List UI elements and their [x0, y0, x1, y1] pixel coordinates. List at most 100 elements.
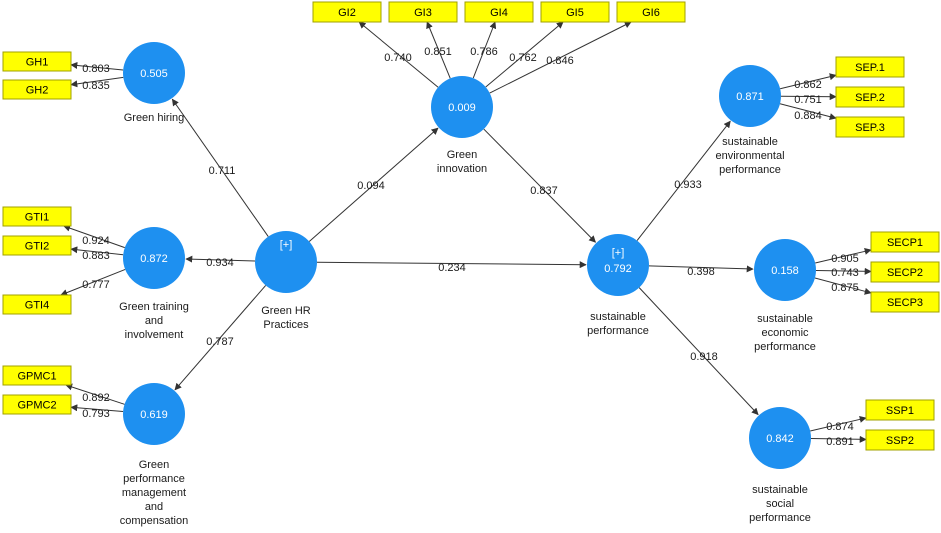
- construct-label-gpmc: compensation: [120, 515, 189, 527]
- loading-arrow-gpmc1: [65, 383, 125, 405]
- indicator-box[interactable]: [388, 1, 458, 23]
- indicator-gi4[interactable]: GI4: [464, 1, 534, 23]
- indicator-gi2[interactable]: GI2: [312, 1, 382, 23]
- indicator-secp1[interactable]: SECP1: [870, 231, 940, 253]
- construct-label-gh: Green hiring: [124, 112, 185, 124]
- construct-gpmc[interactable]: 0.619Greenperformancemanagementandcompen…: [120, 383, 189, 527]
- loading-arrow-gi2: [358, 21, 439, 88]
- construct-circle[interactable]: [431, 76, 493, 138]
- indicator-gi3[interactable]: GI3: [388, 1, 458, 23]
- indicator-gi5[interactable]: GI5: [540, 1, 610, 23]
- construct-label-senv: sustainable: [722, 136, 778, 148]
- outer-loading-gi4: 0.786: [470, 46, 498, 58]
- indicator-gpmc1[interactable]: GPMC1: [2, 365, 72, 386]
- indicator-box[interactable]: [2, 394, 72, 415]
- indicator-box[interactable]: [865, 429, 935, 451]
- indicator-box[interactable]: [835, 116, 905, 138]
- construct-circle[interactable]: [754, 239, 816, 301]
- outer-loading-gi3: 0.851: [424, 46, 452, 58]
- indicator-label: GI6: [642, 7, 660, 19]
- construct-label-ssoc: social: [766, 498, 794, 510]
- indicator-gpmc2[interactable]: GPMC2: [2, 394, 72, 415]
- path-arrow-ghrp-sp: [316, 261, 587, 269]
- indicator-label: SEP.1: [855, 62, 885, 74]
- indicator-box[interactable]: [312, 1, 382, 23]
- path-coefficient-gi-sp: 0.837: [530, 185, 558, 197]
- indicator-box[interactable]: [464, 1, 534, 23]
- expand-marker[interactable]: [+]: [612, 247, 625, 259]
- construct-circle[interactable]: [123, 383, 185, 445]
- outer-loading-sep-3: 0.884: [794, 110, 822, 122]
- path-coefficient-ghrp-gpmc: 0.787: [206, 336, 234, 348]
- loading-arrow-sep-3: [779, 103, 837, 121]
- indicator-secp3[interactable]: SECP3: [870, 291, 940, 313]
- construct-label-gpmc: and: [145, 501, 163, 513]
- r-squared-value: 0.158: [771, 265, 799, 277]
- loading-arrow-sep-1: [780, 73, 837, 90]
- indicator-box[interactable]: [870, 261, 940, 283]
- indicator-box[interactable]: [2, 79, 72, 100]
- indicator-box[interactable]: [2, 235, 72, 256]
- indicator-box[interactable]: [540, 1, 610, 23]
- indicator-sep-3[interactable]: SEP.3: [835, 116, 905, 138]
- construct-label-gpmc: Green: [139, 459, 170, 471]
- indicator-box[interactable]: [870, 231, 940, 253]
- construct-circle[interactable]: [587, 234, 649, 296]
- loading-arrow-gh1: [70, 61, 124, 71]
- construct-label-gti: Green training: [119, 301, 189, 313]
- indicator-gh1[interactable]: GH1: [2, 51, 72, 72]
- indicator-sep-2[interactable]: SEP.2: [835, 86, 905, 108]
- path-coefficient-sp-ssoc: 0.918: [690, 351, 718, 363]
- construct-circle[interactable]: [123, 227, 185, 289]
- loading-arrow-gi6: [489, 21, 632, 94]
- path-coefficient-ghrp-gh: 0.711: [209, 165, 236, 177]
- construct-circle[interactable]: [719, 65, 781, 127]
- indicator-gh2[interactable]: GH2: [2, 79, 72, 100]
- path-coefficient-ghrp-gti: 0.934: [206, 257, 234, 269]
- indicator-label: GH2: [26, 84, 49, 96]
- indicator-secp2[interactable]: SECP2: [870, 261, 940, 283]
- outer-loading-gpmc1: 0.892: [82, 392, 110, 404]
- indicator-ssp2[interactable]: SSP2: [865, 429, 935, 451]
- r-squared-value: 0.871: [736, 91, 764, 103]
- indicator-box[interactable]: [865, 399, 935, 421]
- construct-circle[interactable]: [255, 231, 317, 293]
- indicator-box[interactable]: [2, 206, 72, 227]
- indicator-box[interactable]: [616, 1, 686, 23]
- expand-marker[interactable]: [+]: [280, 239, 293, 251]
- indicator-sep-1[interactable]: SEP.1: [835, 56, 905, 78]
- indicator-gi6[interactable]: GI6: [616, 1, 686, 23]
- indicator-box[interactable]: [870, 291, 940, 313]
- construct-circle[interactable]: [749, 407, 811, 469]
- indicator-gti1[interactable]: GTI1: [2, 206, 72, 227]
- indicator-gti4[interactable]: GTI4: [2, 294, 72, 315]
- construct-circle[interactable]: [123, 42, 185, 104]
- indicator-label: GPMC2: [17, 399, 56, 411]
- construct-label-ssoc: performance: [749, 512, 811, 524]
- indicator-box[interactable]: [835, 56, 905, 78]
- r-squared-value: 0.872: [140, 253, 168, 265]
- path-arrow-ghrp-gti: [185, 255, 256, 263]
- indicator-gti2[interactable]: GTI2: [2, 235, 72, 256]
- loading-arrow-gti1: [63, 224, 125, 249]
- indicator-box[interactable]: [2, 51, 72, 72]
- indicator-label: SSP2: [886, 435, 914, 447]
- path-arrow-gi-sp: [483, 128, 597, 243]
- indicator-box[interactable]: [2, 294, 72, 315]
- outer-loading-sep-1: 0.862: [794, 79, 822, 91]
- indicator-box[interactable]: [835, 86, 905, 108]
- construct-label-gpmc: management: [122, 487, 186, 499]
- indicator-label: GPMC1: [17, 370, 56, 382]
- outer-loading-ssp2: 0.891: [826, 436, 854, 448]
- indicator-box[interactable]: [2, 365, 72, 386]
- indicator-ssp1[interactable]: SSP1: [865, 399, 935, 421]
